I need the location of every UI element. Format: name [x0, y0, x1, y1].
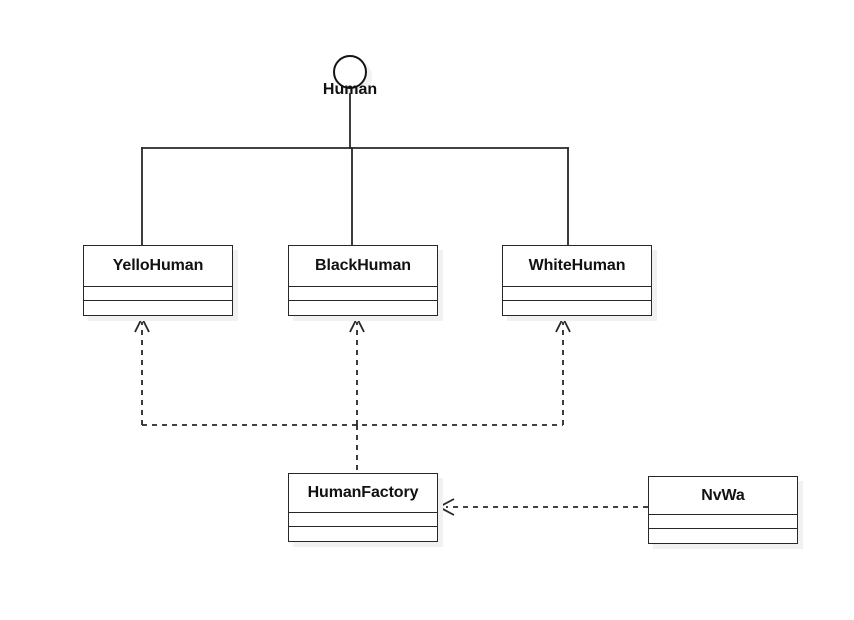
- class-operations-yellohuman: [84, 301, 232, 315]
- class-name-humanfactory: HumanFactory: [289, 474, 437, 513]
- edge-generalization-tree: [141, 88, 569, 246]
- class-box-whitehuman[interactable]: WhiteHuman: [502, 245, 652, 316]
- class-attributes-blackhuman: [289, 287, 437, 301]
- class-operations-blackhuman: [289, 301, 437, 315]
- class-operations-nvwa: [649, 529, 797, 543]
- class-attributes-nvwa: [649, 515, 797, 529]
- class-name-yellohuman: YelloHuman: [84, 246, 232, 287]
- arrowhead-humanfactory: [437, 498, 455, 516]
- class-name-whitehuman: WhiteHuman: [503, 246, 651, 287]
- interface-circle-icon: [333, 55, 367, 89]
- class-attributes-whitehuman: [503, 287, 651, 301]
- arrowhead-yellohuman: [134, 315, 150, 333]
- class-operations-whitehuman: [503, 301, 651, 315]
- class-box-humanfactory[interactable]: HumanFactory: [288, 473, 438, 542]
- class-name-nvwa: NvWa: [649, 477, 797, 515]
- class-box-blackhuman[interactable]: BlackHuman: [288, 245, 438, 316]
- arrowhead-blackhuman: [349, 315, 365, 333]
- class-box-yellohuman[interactable]: YelloHuman: [83, 245, 233, 316]
- class-name-blackhuman: BlackHuman: [289, 246, 437, 287]
- class-attributes-yellohuman: [84, 287, 232, 301]
- interface-human[interactable]: Human: [323, 55, 377, 98]
- class-box-nvwa[interactable]: NvWa: [648, 476, 798, 544]
- class-attributes-humanfactory: [289, 513, 437, 527]
- interface-human-label: Human: [322, 81, 378, 98]
- arrowhead-whitehuman: [555, 315, 571, 333]
- class-operations-humanfactory: [289, 527, 437, 541]
